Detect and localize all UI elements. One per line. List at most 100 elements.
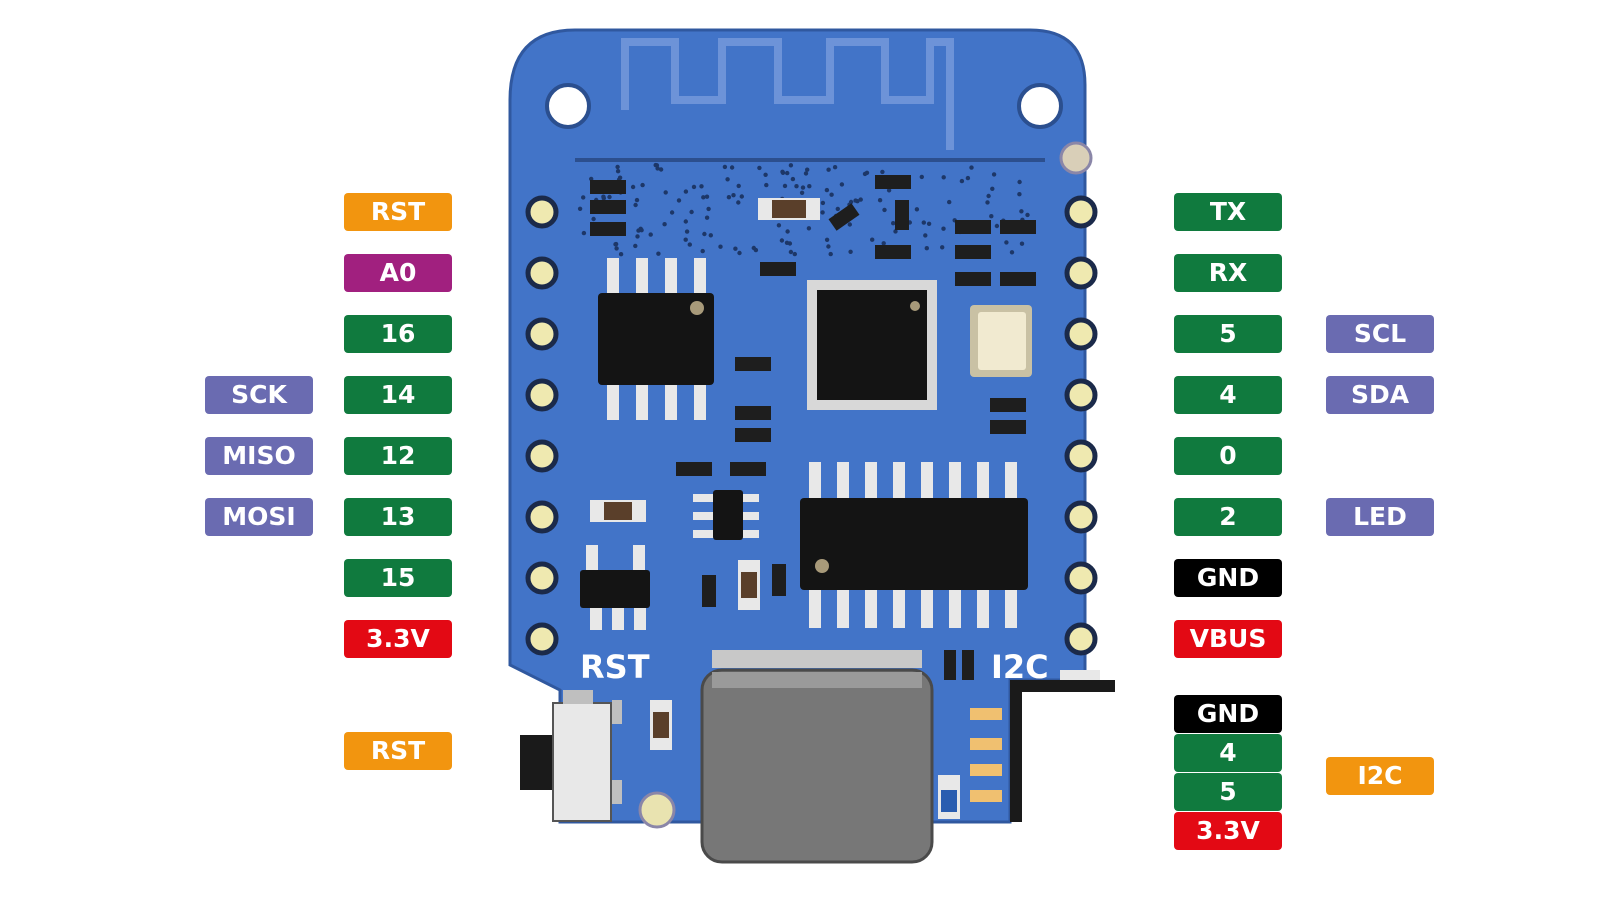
pin-label-gnd: GND [1174, 559, 1282, 597]
via-dot [848, 249, 853, 254]
via-dot [847, 222, 852, 227]
usb-serial-chip-body [800, 498, 1028, 590]
i2c-label-3v3: 3.3V [1174, 812, 1282, 850]
header-pad [525, 622, 559, 656]
via-dot [779, 238, 785, 243]
via-dot [704, 194, 710, 199]
via-dot [839, 182, 845, 187]
via-dot [635, 234, 640, 239]
via-dot [965, 175, 971, 181]
via-dot [926, 221, 932, 226]
via-dot [731, 193, 736, 198]
via-dot [691, 184, 697, 190]
via-dot [591, 216, 596, 222]
via-dot [1017, 179, 1022, 185]
via-dot [618, 252, 624, 257]
via-dot [613, 242, 618, 247]
pin-label-4: 4 [1174, 376, 1282, 414]
via-dot [1025, 212, 1030, 218]
test-pad [638, 791, 676, 829]
reset-switch [520, 690, 622, 822]
func-label-sda: SDA [1326, 376, 1434, 414]
esp8266-chip [807, 280, 937, 410]
via-dot [683, 237, 688, 242]
via-dot [1009, 250, 1015, 255]
usb-serial-chip [809, 462, 1017, 628]
via-dot [577, 206, 583, 211]
via-dot [634, 197, 640, 203]
pin-label-16: 16 [344, 315, 452, 353]
via-dot [638, 226, 643, 231]
via-dot [784, 240, 790, 245]
via-dot [985, 200, 990, 205]
i2c-label-4: 4 [1174, 734, 1282, 772]
via-dot [858, 197, 863, 202]
header-pad [1064, 256, 1098, 290]
func-label-miso: MISO [205, 437, 313, 475]
via-dot [882, 207, 887, 213]
via-dot [1019, 241, 1025, 246]
pin-label-5: 5 [1174, 315, 1282, 353]
via-dot [923, 233, 928, 238]
pin-label-2: 2 [1174, 498, 1282, 536]
via-dot [687, 242, 692, 247]
via-dot [683, 189, 689, 194]
pin-label-15: 15 [344, 559, 452, 597]
via-dot [886, 188, 892, 193]
i2c-label-5: 5 [1174, 773, 1282, 811]
pin-label-14: 14 [344, 376, 452, 414]
header-pad [525, 500, 559, 534]
via-dot [788, 163, 794, 168]
via-dot [729, 165, 735, 170]
via-dot [835, 206, 840, 212]
via-dot [739, 194, 744, 199]
via-dot [828, 251, 833, 257]
via-dot [630, 184, 636, 190]
button-label-rst: RST [344, 732, 452, 770]
via-dot [708, 233, 713, 238]
func-label-scl: SCL [1326, 315, 1434, 353]
via-dot [820, 200, 826, 206]
via-dot [877, 198, 883, 203]
header-pad [1064, 622, 1098, 656]
via-dot [702, 231, 707, 237]
via-dot [676, 198, 682, 203]
via-dot [853, 198, 858, 203]
chip-dot [815, 559, 829, 573]
pin-label-a0: A0 [344, 254, 452, 292]
via-dot [824, 187, 830, 193]
via-dot [704, 215, 710, 220]
header-pad [1064, 561, 1098, 595]
via-dot [658, 167, 664, 172]
header-pad [525, 378, 559, 412]
via-dot [684, 229, 690, 234]
via-dot [700, 248, 705, 254]
pin-label-12: 12 [344, 437, 452, 475]
via-dot [919, 174, 924, 180]
via-dot [870, 237, 875, 242]
via-dot [683, 219, 688, 224]
func-label-led: LED [1326, 498, 1434, 536]
via-dot [807, 184, 812, 189]
pin-label-0: 0 [1174, 437, 1282, 475]
regulator [580, 545, 650, 630]
via-dot [799, 190, 805, 195]
via-dot [615, 164, 620, 170]
mounting-hole-left [545, 83, 591, 129]
header-pad [1064, 500, 1098, 534]
via-dot [959, 178, 965, 184]
via-dot [832, 165, 838, 170]
via-dot [880, 169, 885, 175]
header-pad [525, 317, 559, 351]
via-dot [614, 246, 619, 251]
via-dot [581, 195, 586, 200]
via-dot [654, 163, 660, 168]
via-dot [648, 232, 653, 237]
via-dot [990, 186, 995, 191]
header-pad [1064, 195, 1098, 229]
header-pad [525, 561, 559, 595]
via-dot [763, 172, 768, 177]
via-dot [662, 222, 667, 227]
